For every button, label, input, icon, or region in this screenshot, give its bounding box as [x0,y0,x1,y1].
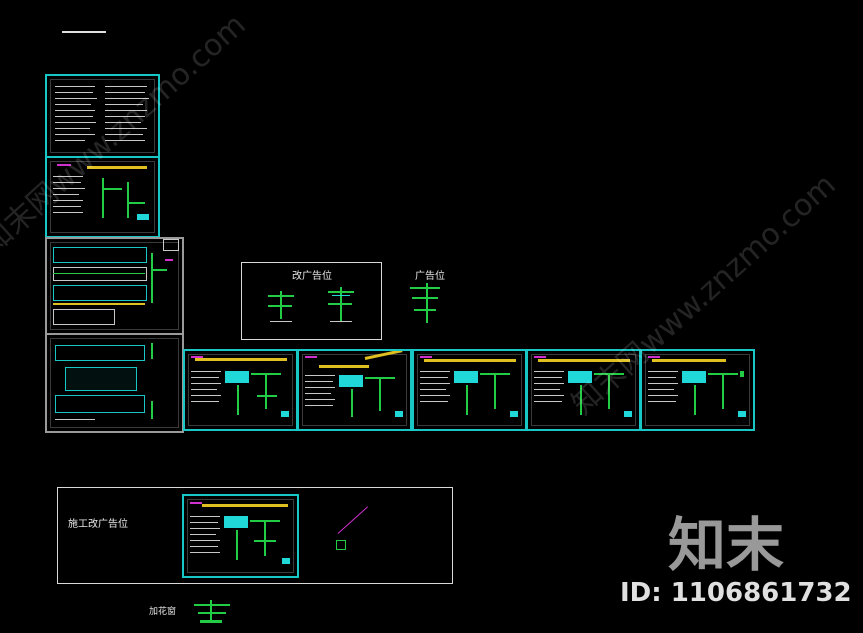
sheet-frame [188,354,293,426]
sheet-frame [302,354,407,426]
floating-ad-title: 广告位 [415,271,445,282]
floating-ad-diagram[interactable] [410,283,442,328]
drawing-sheet-notes[interactable] [45,74,160,158]
sheet-frame [50,242,179,330]
panel-construction-title: 施工改广告位 [68,519,128,530]
drawing-sheet-row-1[interactable] [183,349,298,431]
sheet-frame [417,354,522,426]
window-flower-diagram[interactable] [190,598,234,626]
sheet-frame [187,499,294,573]
panel-ad-change-title: 改广告位 [292,271,332,282]
sheet-frame [531,354,636,426]
window-flower-label: 加花窗 [149,607,177,617]
drawing-sheet-construction[interactable] [182,494,299,578]
watermark-logo: 知末 [668,511,785,579]
title-underline [62,31,106,33]
watermark-id: ID: 1106861732 [620,578,852,608]
drawing-sheet-plan[interactable] [45,333,184,433]
panel-ad-change[interactable]: 改广告位 [241,262,382,340]
drawing-sheet-row-5[interactable] [640,349,755,431]
sheet-frame [645,354,750,426]
drawing-sheet-system[interactable] [45,156,160,238]
sheet-frame [50,338,179,428]
drawing-sheet-row-2[interactable] [297,349,412,431]
drawing-sheet-row-3[interactable] [412,349,527,431]
sheet-frame [50,79,155,153]
panel-construction-ad-change[interactable]: 施工改广告位 [57,487,453,584]
drawing-sheet-elevation[interactable] [45,237,184,335]
sheet-frame [50,161,155,233]
detail-mark [336,540,346,550]
